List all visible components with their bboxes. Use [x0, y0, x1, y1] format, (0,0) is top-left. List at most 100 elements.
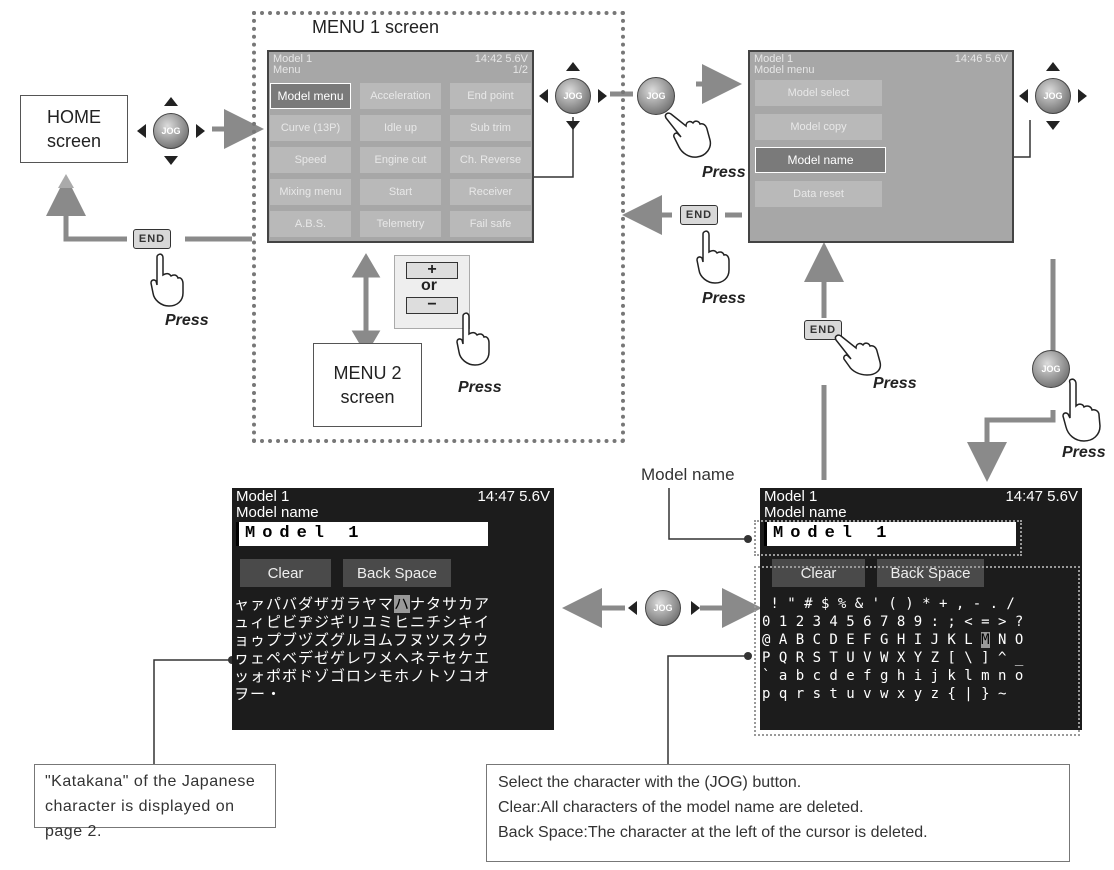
menu-btn-mixing-menu[interactable]: Mixing menu: [270, 179, 351, 205]
press-label: Press: [1062, 444, 1106, 461]
char-row: ッォポボドゾゴロンモホノトソコオ: [234, 667, 491, 685]
char-row: ュィピビヂジギリユミヒニチシキイ: [234, 613, 491, 631]
menu-btn-fail-safe[interactable]: Fail safe: [450, 211, 531, 237]
lcd-status-left: Model 1: [273, 53, 313, 65]
menu-btn-model-menu[interactable]: Model menu: [270, 83, 351, 109]
model-name-field[interactable]: Model 1: [764, 522, 1016, 546]
model-name-field[interactable]: Model 1: [236, 522, 488, 546]
lcd-sub-left: Menu: [273, 64, 301, 76]
character-grid[interactable]: ! " # $ % & ' ( ) * + , - . / 0 1 2 3 4 …: [762, 595, 1023, 703]
menu-btn-data-reset[interactable]: Data reset: [755, 181, 882, 207]
jog-dpad-model-menu[interactable]: JOG: [1019, 62, 1087, 130]
hand-press-icon: [834, 328, 882, 376]
menu-btn-model-copy[interactable]: Model copy: [755, 114, 882, 140]
jog-dpad-bottom[interactable]: JOG: [628, 588, 700, 628]
clear-button[interactable]: Clear: [240, 559, 331, 587]
jog-button[interactable]: JOG: [1035, 78, 1071, 114]
hand-press-icon: [664, 106, 712, 160]
char-row: ヲー・: [234, 685, 283, 703]
note-line: Select the character with the (JOG) butt…: [498, 774, 802, 791]
lcd-status-left: Model 1: [754, 53, 794, 65]
menu-btn-idle-up[interactable]: Idle up: [360, 115, 441, 141]
arrow-up-icon: [164, 97, 178, 106]
hand-press-icon: [456, 312, 490, 366]
jog-button[interactable]: JOG: [555, 78, 591, 114]
katakana-grid[interactable]: ャァパバダザガラヤマハナタサカア ュィピビヂジギリユミヒニチシキイ ョゥプブヅズ…: [234, 595, 490, 703]
plus-minus-panel: + or −: [394, 255, 470, 329]
press-label: Press: [702, 164, 746, 181]
home-screen-box[interactable]: HOME screen: [20, 95, 128, 163]
end-button-model-name[interactable]: END: [804, 320, 842, 340]
menu-btn-ch-reverse[interactable]: Ch. Reverse: [450, 147, 531, 173]
backspace-button[interactable]: Back Space: [877, 559, 984, 587]
char-row-part: ャァパバダザガラヤマ: [234, 595, 395, 613]
jog-button[interactable]: JOG: [153, 113, 189, 149]
arrow-down-icon: [164, 156, 178, 165]
press-label: Press: [458, 379, 502, 396]
menu-btn-curve[interactable]: Curve (13P): [270, 115, 351, 141]
menu2-screen-label: MENU 2 screen: [333, 362, 402, 407]
menu-btn-model-name[interactable]: Model name: [755, 147, 886, 173]
lcd-sub: Model menu: [754, 64, 815, 76]
arrow-left-icon: [137, 124, 146, 138]
katakana-note-text: "Katakana" of the Japanese character is …: [45, 773, 256, 840]
end-button-home[interactable]: END: [133, 229, 171, 249]
selected-char[interactable]: ハ: [394, 595, 411, 613]
char-row: ョゥプブヅズグルヨムフヌツスクウ: [234, 631, 490, 649]
menu-btn-acceleration[interactable]: Acceleration: [360, 83, 441, 109]
char-row-part: @ A B C D E F G H I J K L: [762, 632, 982, 648]
arrow-up-icon: [1046, 62, 1060, 71]
select-note: Select the character with the (JOG) butt…: [486, 764, 1070, 862]
backspace-button[interactable]: Back Space: [343, 559, 451, 587]
arrow-left-icon: [628, 601, 637, 615]
char-row: ヮェペベデゼゲレワメヘネテセケエ: [234, 649, 491, 667]
menu2-screen-box[interactable]: MENU 2 screen: [313, 343, 422, 427]
status-left: Model 1: [236, 488, 290, 505]
menu-btn-start[interactable]: Start: [360, 179, 441, 205]
jog-dpad-home[interactable]: JOG: [137, 97, 205, 165]
lcd-status-right: 14:42 5.6V: [474, 53, 528, 65]
char-row: P Q R S T U V W X Y Z [ \ ] ^ _: [762, 650, 1024, 666]
status-right: 14:47 5.6V: [477, 488, 550, 505]
screen-subtitle: Model name: [764, 504, 847, 521]
arrow-down-icon: [1046, 121, 1060, 130]
char-row: 0 1 2 3 4 5 6 7 8 9 : ; < = > ?: [762, 614, 1024, 630]
press-label: Press: [702, 290, 746, 307]
arrow-up-icon: [566, 62, 580, 71]
home-arrow-up: [58, 174, 74, 188]
status-right: 14:47 5.6V: [1005, 488, 1078, 505]
menu-btn-speed[interactable]: Speed: [270, 147, 351, 173]
name-field-highlight: [754, 520, 1022, 556]
jog-dpad-menu1[interactable]: JOG: [539, 62, 607, 130]
menu-btn-telemetry[interactable]: Telemetry: [360, 211, 441, 237]
menu-btn-receiver[interactable]: Receiver: [450, 179, 531, 205]
plus-button[interactable]: +: [406, 262, 458, 279]
hand-press-icon: [1060, 378, 1102, 442]
menu-btn-model-select[interactable]: Model select: [755, 80, 882, 106]
minus-button[interactable]: −: [406, 297, 458, 314]
press-label: Press: [165, 312, 209, 329]
hand-press-icon: [150, 253, 184, 307]
menu1-title: MENU 1 screen: [312, 17, 440, 37]
hand-press-icon: [696, 230, 730, 284]
menu-btn-abs[interactable]: A.B.S.: [270, 211, 351, 237]
jog-button[interactable]: JOG: [1032, 350, 1070, 388]
end-button-model-menu[interactable]: END: [680, 205, 718, 225]
char-row-part: N O: [989, 632, 1024, 648]
lcd-page-indicator: 1/2: [512, 64, 528, 76]
selected-char[interactable]: M: [981, 632, 990, 648]
menu-btn-end-point[interactable]: End point: [450, 83, 531, 109]
katakana-note: "Katakana" of the Japanese character is …: [34, 764, 276, 840]
jog-button[interactable]: JOG: [637, 77, 675, 115]
clear-button[interactable]: Clear: [772, 559, 865, 587]
char-row: ! " # $ % & ' ( ) * + , - . /: [762, 596, 1015, 612]
char-row-part: ナタサカア: [410, 595, 491, 613]
jog-button[interactable]: JOG: [645, 590, 681, 626]
lcd-status-right: 14:46 5.6V: [954, 53, 1008, 65]
char-row: @ A B C D E F G H I J K L M N O: [762, 631, 1023, 649]
menu-btn-sub-trim[interactable]: Sub trim: [450, 115, 531, 141]
menu-btn-engine-cut[interactable]: Engine cut: [360, 147, 441, 173]
